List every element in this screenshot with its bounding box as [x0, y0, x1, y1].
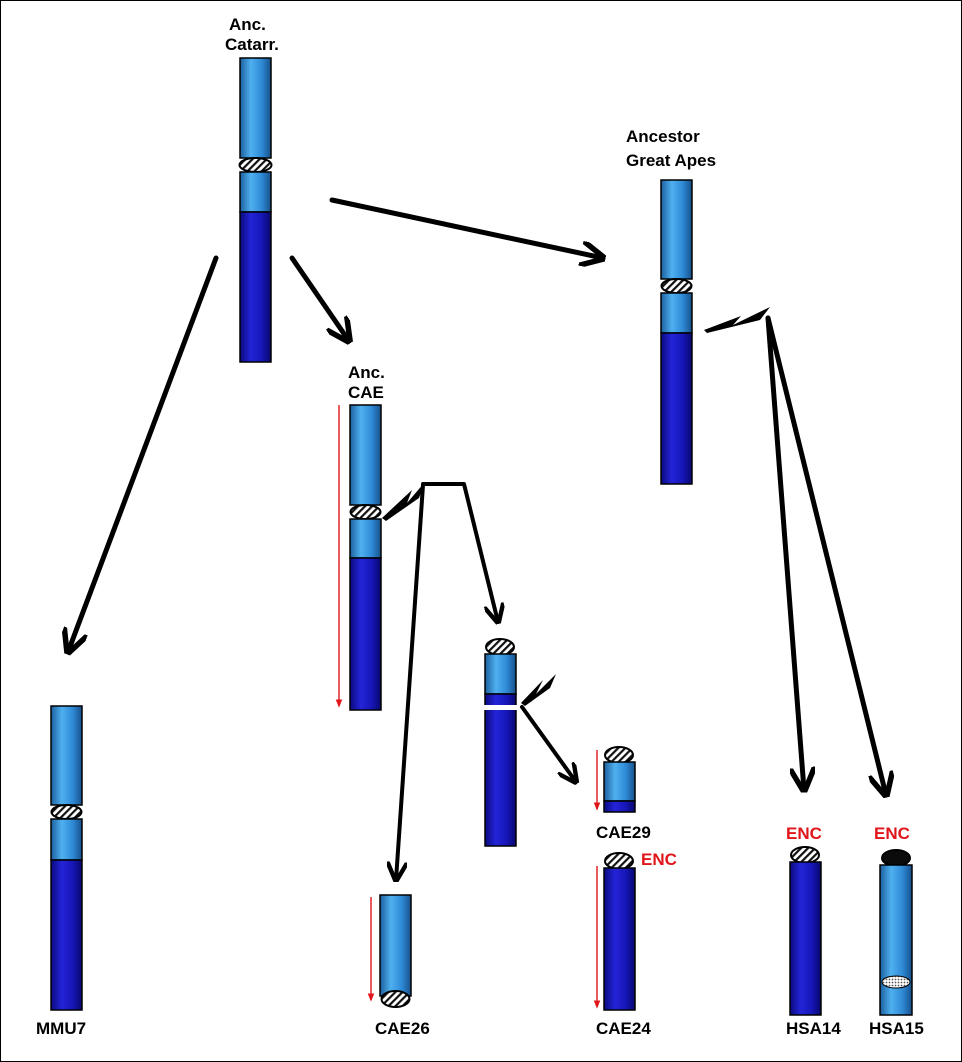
breakpoint-gap [483, 705, 519, 710]
label-anc-cae-line1: Anc. [348, 363, 385, 382]
enc-label-hsa14: ENC [786, 824, 822, 843]
arrow-intermediate-to-cae29 [520, 705, 576, 782]
arrow-anc-cae-to-intermediate [421, 482, 498, 622]
label-anc-catarr-line2: Catarr. [225, 35, 279, 54]
centromere [349, 504, 382, 520]
centromere [485, 638, 515, 656]
lightning-bolt-icon [704, 307, 770, 333]
label-cae24: CAE24 [596, 1019, 651, 1038]
label-cae29: CAE29 [596, 823, 651, 842]
label-hsa15: HSA15 [869, 1019, 924, 1038]
centromere [660, 278, 693, 294]
label-hsa14: HSA14 [786, 1019, 841, 1038]
chromosome-hsa15 [879, 849, 913, 1016]
arrow-catarr-to-anc-cae [289, 255, 349, 341]
centromere [380, 990, 411, 1008]
inactivated-centromere [881, 975, 911, 989]
centromere [604, 746, 634, 764]
label-cae26: CAE26 [375, 1019, 430, 1038]
chromosome-cae26 [379, 894, 412, 1008]
chromosome-mmu7 [50, 705, 83, 1011]
arrow-anc-cae-to-cae26 [396, 483, 425, 880]
arrow-great-apes-to-hsa14 [765, 315, 804, 790]
centromere [790, 846, 820, 864]
label-anc-cae-line2: CAE [348, 383, 384, 402]
label-ancestor-great-apes-line1: Ancestor [626, 127, 700, 146]
centromere [238, 157, 273, 173]
label-ancestor-great-apes-line2: Great Apes [626, 151, 716, 170]
enc-label-hsa15: ENC [874, 824, 910, 843]
chromosome-anc-catarr [238, 57, 273, 363]
chromosome-cae24 [603, 852, 636, 1011]
centromere [881, 849, 911, 867]
arrow-great-apes-to-hsa15 [765, 315, 886, 795]
arrow-catarr-to-great-apes [329, 197, 603, 258]
enc-label-cae24: ENC [641, 850, 677, 869]
label-anc-catarr-line1: Anc. [229, 15, 266, 34]
lightning-bolt-icon [382, 482, 425, 521]
chromosome-ancestor-great-apes [660, 179, 693, 485]
arrow-catarr-to-mmu7 [68, 255, 219, 652]
lightning-bolt-icon [521, 674, 556, 706]
label-mmu7: MMU7 [36, 1019, 86, 1038]
chromosome-anc-cae [349, 404, 382, 711]
chromosome-hsa14 [789, 846, 822, 1016]
chromosome-intermediate [483, 638, 519, 847]
chromosome-cae29 [603, 746, 636, 813]
centromere [50, 804, 83, 820]
centromere [604, 852, 634, 870]
